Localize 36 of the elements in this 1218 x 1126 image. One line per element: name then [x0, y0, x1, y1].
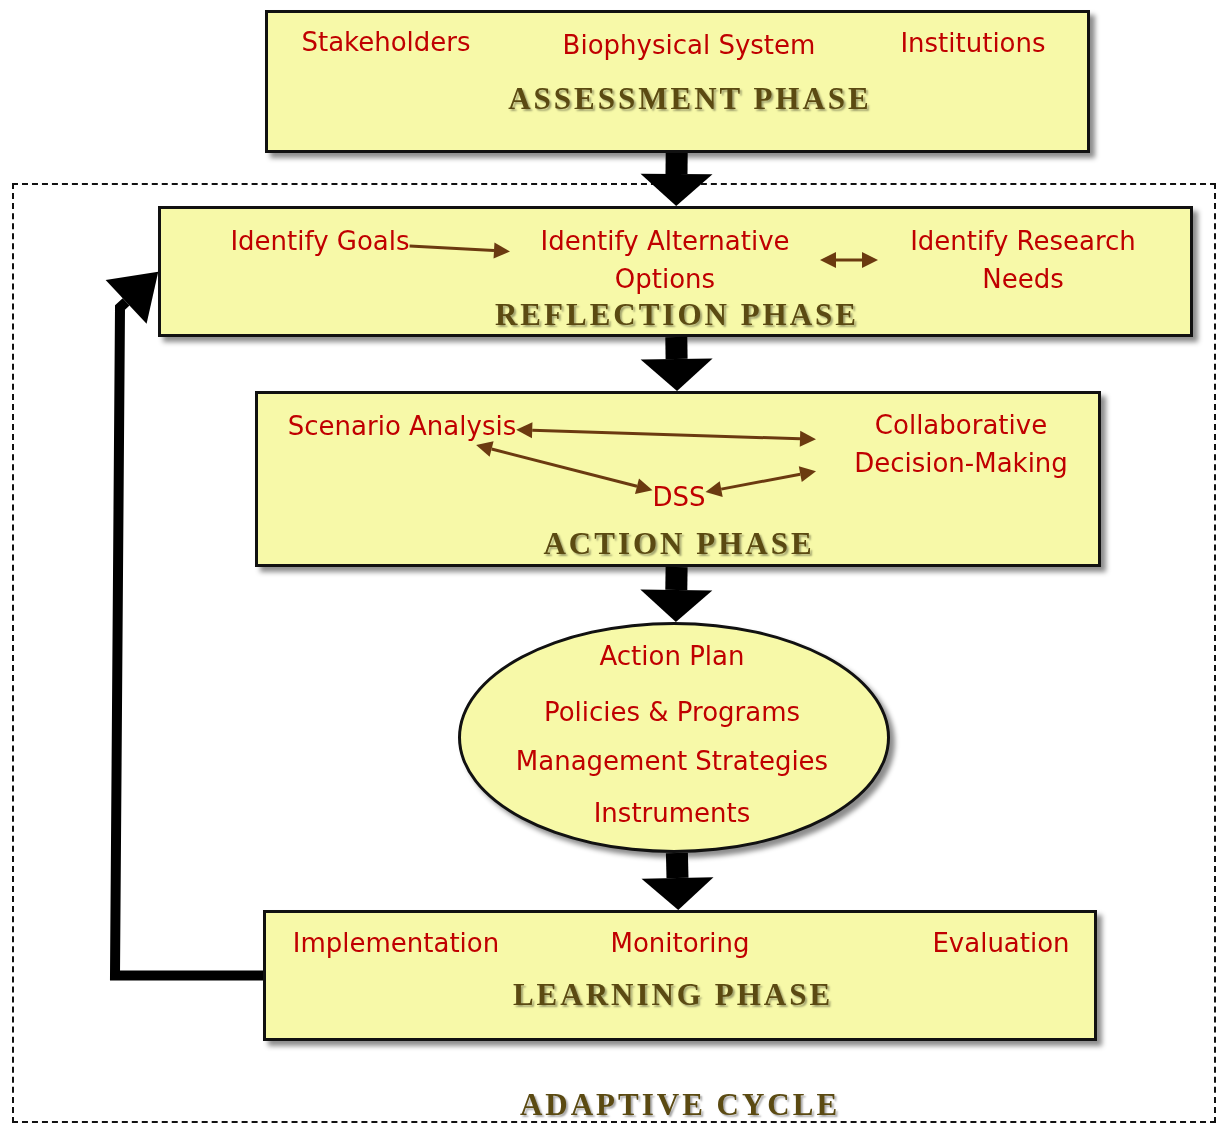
step-label: Scenario Analysis	[287, 407, 517, 445]
arrow	[820, 252, 878, 268]
arrow	[640, 566, 713, 622]
step-label: Institutions	[900, 24, 1046, 62]
arrow	[640, 152, 713, 206]
ellipse-text: Action Plan	[599, 640, 745, 673]
phase-title: LEARNING PHASE	[512, 977, 834, 1013]
arrow	[105, 271, 263, 981]
arrow	[641, 852, 714, 910]
phase-box	[263, 910, 1097, 1041]
arrow	[476, 441, 653, 494]
phase-title: ACTION PHASE	[543, 526, 815, 562]
cycle-region	[12, 183, 1216, 1123]
phase-title: ASSESSMENT PHASE	[508, 81, 872, 117]
arrow	[705, 466, 816, 497]
step-label: Identify Research Needs	[878, 222, 1168, 298]
arrow	[640, 336, 713, 391]
ellipse-text: Policies & Programs	[543, 696, 801, 729]
phase-title: REFLECTION PHASE	[494, 297, 860, 333]
step-label: Implementation	[292, 924, 500, 962]
step-label: Identify Alternative Options	[510, 222, 820, 298]
step-label: Biophysical System	[562, 26, 816, 64]
step-label: Monitoring	[610, 924, 750, 962]
phase-box	[265, 10, 1090, 153]
step-label: DSS	[652, 478, 706, 516]
arrow	[409, 242, 510, 259]
cycle-title: ADAPTIVE CYCLE	[519, 1087, 841, 1123]
arrow	[516, 422, 816, 447]
ellipse-text: Management Strategies	[515, 745, 829, 778]
step-label: Evaluation	[932, 924, 1070, 962]
phase-box	[255, 391, 1101, 567]
step-label: Collaborative Decision-Making	[816, 406, 1106, 482]
step-label: Stakeholders	[301, 23, 471, 61]
phase-box	[158, 206, 1193, 337]
step-label: Identify Goals	[230, 222, 410, 260]
ellipse-text: Instruments	[593, 797, 751, 830]
